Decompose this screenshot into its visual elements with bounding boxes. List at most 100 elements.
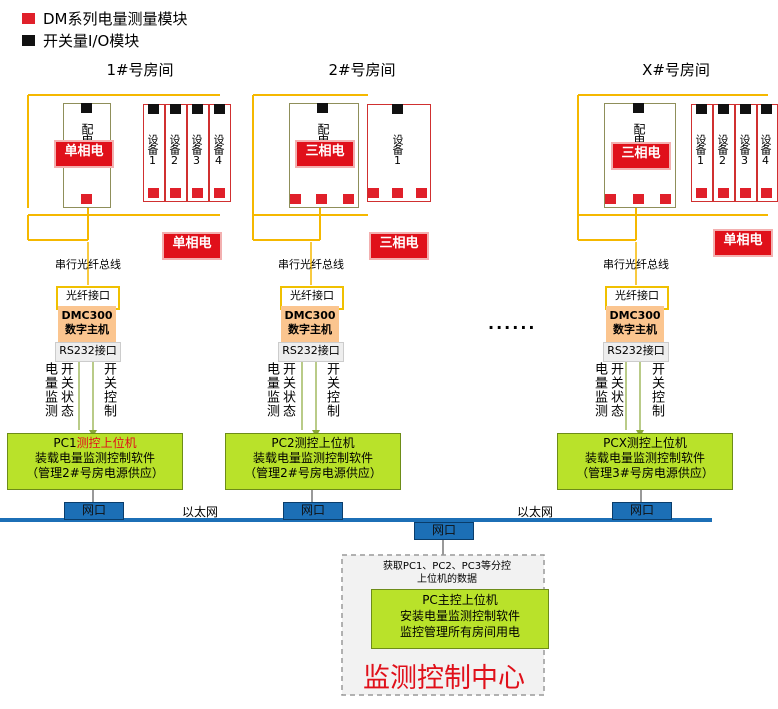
io-module-icon — [170, 104, 181, 114]
pc1-role: 测控上位机 — [76, 436, 137, 450]
pc1-scope: （管理2#号房电源供应） — [26, 466, 164, 480]
pcx-software: 装载电量监测控制软件 — [584, 451, 705, 465]
dm-module-icon — [170, 188, 181, 198]
io-module-icon — [761, 104, 772, 114]
dm-module-icon — [368, 188, 379, 198]
roomx-title: X#号房间 — [642, 61, 710, 79]
legend-io-label: 开关量I/O模块 — [43, 32, 140, 50]
dm-module-icon — [633, 194, 644, 204]
pc2-software: 装载电量监测控制软件 — [252, 451, 373, 465]
room2-down-label: 开关控制 — [324, 362, 339, 418]
room2-cabinet-tag: 三相电 — [295, 140, 355, 168]
roomx-rs232: RS232接口 — [603, 342, 669, 362]
black-square-icon — [22, 35, 35, 46]
dm-module-icon — [343, 194, 354, 204]
room1-device-2-label: 设备2 — [168, 134, 181, 166]
io-module-icon — [392, 104, 403, 114]
room1-phase-label: 单相电 — [162, 232, 222, 260]
roomx-host: DMC300 数字主机 — [606, 306, 664, 345]
dm-module-icon — [761, 188, 772, 198]
room1-pc[interactable]: PC1测控上位机 装载电量监测控制软件 （管理2#号房电源供应） — [7, 433, 183, 490]
io-module-icon — [192, 104, 203, 114]
roomx-fiber-bus: 串行光纤总线 — [603, 258, 669, 271]
room2-up-label: 电量监测 — [264, 362, 279, 418]
center-pc-software: 安装电量监测控制软件 — [399, 609, 520, 623]
ethernet-label-right: 以太网 — [517, 505, 554, 519]
roomx-up-label2: 开关状态 — [608, 362, 623, 418]
io-module-icon — [740, 104, 751, 114]
host-name: 数字主机 — [288, 323, 332, 336]
roomx-device-2-label: 设备2 — [716, 134, 729, 166]
dm-module-icon — [316, 194, 327, 204]
roomx-device-3-label: 设备3 — [738, 134, 751, 166]
roomx-cabinet-tag: 三相电 — [611, 142, 671, 170]
ethernet-label-left: 以太网 — [182, 505, 219, 519]
dm-module-icon — [148, 188, 159, 198]
host-model: DMC300 — [61, 309, 113, 322]
io-module-icon — [148, 104, 159, 114]
roomx-down-label: 开关控制 — [649, 362, 664, 418]
room1-device-3-label: 设备3 — [190, 134, 203, 166]
room2-net-port: 网口 — [283, 502, 343, 520]
dm-module-icon — [81, 194, 92, 204]
legend-dm: DM系列电量测量模块 — [22, 8, 188, 29]
dm-module-icon — [214, 188, 225, 198]
room1-title: 1#号房间 — [106, 61, 174, 79]
room1-device-1-label: 设备1 — [146, 134, 159, 166]
dm-module-icon — [718, 188, 729, 198]
center-net-port: 网口 — [414, 522, 474, 540]
red-square-icon — [22, 13, 35, 24]
room1-net-port: 网口 — [64, 502, 124, 520]
center-note: 获取PC1、PC2、PC3等分控上位机的数据 — [382, 561, 512, 585]
roomx-device-1-label: 设备1 — [694, 134, 707, 166]
io-module-icon — [214, 104, 225, 114]
dm-module-icon — [696, 188, 707, 198]
io-module-icon — [81, 103, 92, 113]
dm-module-icon — [392, 188, 403, 198]
center-pc-scope: 监控管理所有房间用电 — [399, 625, 520, 639]
io-module-icon — [718, 104, 729, 114]
io-module-icon — [317, 103, 328, 113]
room1-down-label: 开关控制 — [101, 362, 116, 418]
room2-device-1-label: 设备1 — [391, 134, 404, 166]
pc1-software: 装载电量监测控制软件 — [34, 451, 155, 465]
roomx-phase-label: 单相电 — [713, 229, 773, 257]
roomx-device-4-label: 设备4 — [759, 134, 772, 166]
room2-host: DMC300 数字主机 — [281, 306, 339, 345]
room1-fiber-bus: 串行光纤总线 — [55, 258, 121, 271]
dm-module-icon — [416, 188, 427, 198]
pcx-title: PCX测控上位机 — [603, 436, 687, 450]
room1-up-label2: 开关状态 — [58, 362, 73, 418]
room2-rs232: RS232接口 — [278, 342, 344, 362]
roomx-up-label: 电量监测 — [592, 362, 607, 418]
io-module-icon — [696, 104, 707, 114]
center-pc-title: PC主控上位机 — [422, 593, 498, 607]
host-name: 数字主机 — [613, 323, 657, 336]
pcx-scope: （管理3#号房电源供应） — [576, 466, 714, 480]
room2-phase-label: 三相电 — [369, 232, 429, 260]
host-model: DMC300 — [609, 309, 661, 322]
dm-module-icon — [605, 194, 616, 204]
center-title: 监测控制中心 — [363, 663, 525, 694]
room1-host: DMC300 数字主机 — [58, 306, 116, 345]
dm-module-icon — [660, 194, 671, 204]
io-module-icon — [633, 103, 644, 113]
room2-up-label2: 开关状态 — [280, 362, 295, 418]
room2-pc[interactable]: PC2测控上位机 装载电量监测控制软件 （管理2#号房电源供应） — [225, 433, 401, 490]
room1-cabinet-tag: 单相电 — [54, 140, 114, 168]
legend-dm-label: DM系列电量测量模块 — [43, 10, 188, 28]
room2-title: 2#号房间 — [328, 61, 396, 79]
center-pc[interactable]: PC主控上位机 安装电量监测控制软件 监控管理所有房间用电 — [371, 589, 549, 649]
roomx-pc[interactable]: PCX测控上位机 装载电量监测控制软件 （管理3#号房电源供应） — [557, 433, 733, 490]
pc2-scope: （管理2#号房电源供应） — [244, 466, 382, 480]
room2-fiber-bus: 串行光纤总线 — [278, 258, 344, 271]
pc2-title: PC2测控上位机 — [271, 436, 355, 450]
pc1-name: PC1 — [53, 436, 77, 450]
dm-module-icon — [290, 194, 301, 204]
roomx-net-port: 网口 — [612, 502, 672, 520]
ellipsis: ...... — [488, 314, 537, 333]
dm-module-icon — [740, 188, 751, 198]
room1-device-4-label: 设备4 — [212, 134, 225, 166]
host-model: DMC300 — [284, 309, 336, 322]
room1-rs232: RS232接口 — [55, 342, 121, 362]
